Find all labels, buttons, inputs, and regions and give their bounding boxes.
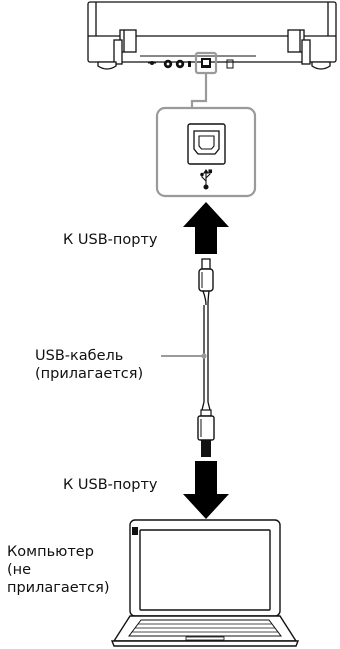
label-computer-line3: прилагается) bbox=[7, 580, 110, 596]
label-usb-cable-line2: (прилагается) bbox=[35, 366, 144, 382]
label-computer-line2: (не bbox=[7, 562, 32, 578]
laptop-computer bbox=[110, 519, 300, 647]
turntable bbox=[87, 1, 337, 70]
usb-port-callout bbox=[155, 106, 257, 198]
usb-symbol-icon bbox=[200, 169, 213, 190]
usb-cable bbox=[197, 258, 215, 457]
label-computer-line1: Компьютер bbox=[7, 544, 94, 560]
label-to-usb-port-top: К USB-порту bbox=[63, 232, 158, 248]
label-computer: Компьютер (не прилагается) bbox=[7, 543, 109, 597]
arrow-up-to-turntable bbox=[183, 202, 229, 254]
label-to-usb-port-bottom: К USB-порту bbox=[63, 477, 158, 493]
label-usb-cable-line1: USB-кабель bbox=[35, 348, 124, 364]
turntable-rear-jacks bbox=[148, 59, 234, 69]
label-usb-cable: USB-кабель (прилагается) bbox=[35, 347, 143, 383]
arrow-down-to-computer bbox=[183, 461, 229, 519]
callout-line-port bbox=[190, 73, 208, 108]
